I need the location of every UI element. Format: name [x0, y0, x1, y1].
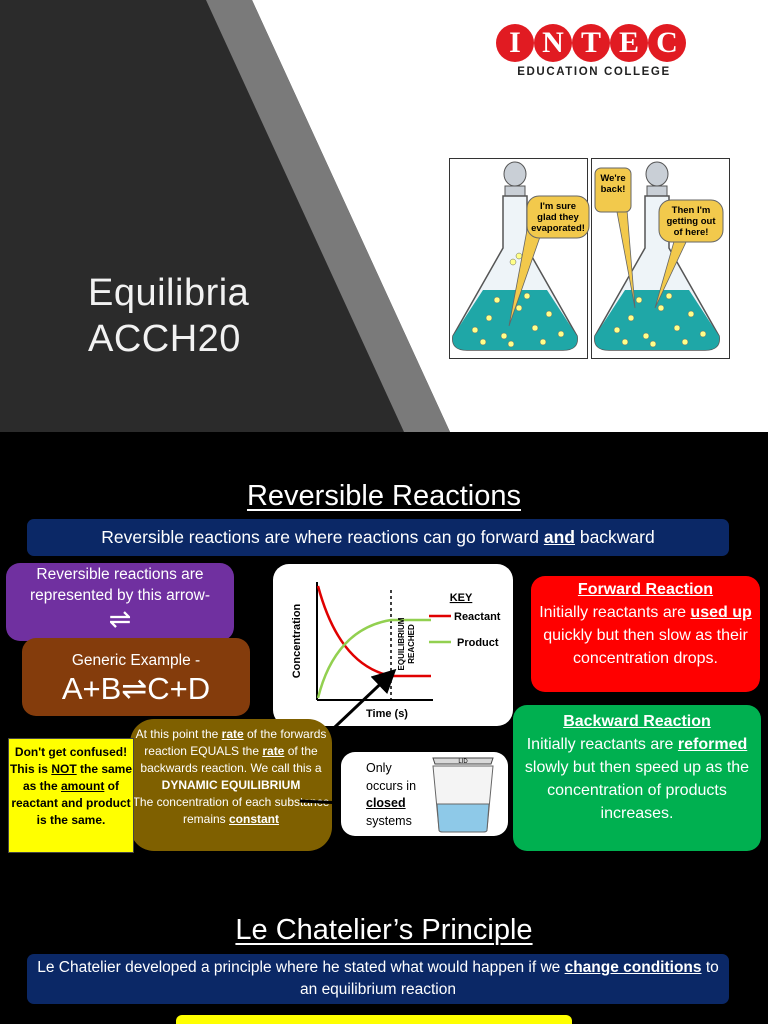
intec-logo: I N T E C EDUCATION COLLEGE: [496, 24, 688, 84]
forward-text: quickly but then slow as their concentra…: [543, 627, 748, 667]
svg-text:evaporated!: evaporated!: [531, 223, 585, 234]
note-text: the same as the: [22, 762, 133, 793]
forward-reaction-title: Forward Reaction: [577, 581, 714, 598]
rate-text: At this point the: [135, 727, 222, 741]
forward-text: Initially reactants are: [539, 604, 691, 621]
rate-term: rate: [262, 744, 285, 758]
logo-subtitle: EDUCATION COLLEGE: [517, 66, 671, 78]
le-chatelier-slide: Le Chatelier’s Principle Le Chatelier de…: [0, 866, 768, 1024]
slide-background-shapes: [0, 0, 450, 432]
svg-text:I'm sure: I'm sure: [540, 201, 576, 212]
dont-get-confused-note: Don't get confused! This is NOT the same …: [8, 738, 134, 853]
closed-line: Only: [366, 761, 392, 775]
legend-reactant-label: Reactant: [454, 611, 501, 623]
note-amount: amount: [61, 779, 105, 793]
closed-line: systems: [366, 813, 412, 828]
note-text: of reactant and product is the same.: [11, 779, 131, 827]
title-slide: Equilibria ACCH20 I N T E C EDUCATION CO…: [0, 0, 768, 432]
equilibrium-marker-label: EQUILIBRIUM: [397, 617, 406, 670]
dynamic-equilibrium-box: At this point the rate of the forwards r…: [130, 719, 332, 851]
logo-letter: N: [534, 24, 572, 62]
intro-banner: Le Chatelier developed a principle where…: [27, 954, 729, 1004]
logo-letter: I: [496, 24, 534, 62]
arrow-box-line1: Reversible reactions are: [36, 566, 204, 583]
svg-text:getting out: getting out: [666, 216, 716, 227]
slide-title: Reversible Reactions: [246, 480, 521, 512]
dynamic-equilibrium-term: DYNAMIC EQUILIBRIUM: [161, 778, 301, 792]
backward-reaction-text: Initially reactants are reformed slowly …: [513, 733, 761, 825]
slide-title: Le Chatelier’s Principle: [235, 914, 533, 946]
slide-title-line2: ACCH20: [88, 318, 241, 360]
closed-systems-text: Only occurs in closed systems: [366, 760, 416, 830]
flask-cartoon: I'm sure glad they evaporated! We're bac…: [449, 158, 730, 359]
rate-text: of the forwards reaction EQUALS the: [144, 727, 327, 758]
generic-example-label: Generic Example -: [71, 652, 201, 669]
equilibrium-arrow-icon: ⇌: [108, 604, 132, 634]
intro-text-end: backward: [574, 527, 655, 547]
rate-text: of the backwards reaction. We call this …: [140, 744, 322, 775]
closed-line: occurs in: [366, 778, 417, 793]
closed-term: closed: [366, 796, 406, 810]
closed-systems-panel: Only occurs in closed systems LID: [341, 752, 508, 836]
slide-title-line1: Equilibria: [88, 272, 250, 314]
pointer-arrows: [316, 668, 397, 745]
rate-text: The concentration of each substance rema…: [132, 795, 330, 826]
forward-reaction-box: Forward Reaction Initially reactants are…: [531, 576, 760, 692]
dark-panel: [0, 0, 450, 432]
concentration-graph: Concentration Time (s) EQUILIBRIUM REACH…: [291, 582, 501, 720]
grey-stripe: [206, 0, 450, 432]
logo-letter: E: [610, 24, 648, 62]
lid-label: LID: [458, 759, 468, 765]
logo-letter: C: [648, 24, 686, 62]
note-text: This is: [9, 762, 52, 776]
y-axis-label: Concentration: [291, 603, 303, 678]
concentration-graph-panel: Concentration Time (s) EQUILIBRIUM REACH…: [273, 564, 513, 726]
intro-bold: and: [543, 527, 575, 547]
reversible-reactions-slide: Reversible Reactions Reversible reaction…: [0, 433, 768, 865]
arrow-symbol-box: Reversible reactions are represented by …: [6, 563, 234, 641]
connector-line: [299, 799, 344, 805]
intro-text: Le Chatelier developed a principle where…: [37, 959, 565, 976]
note-not: NOT: [51, 762, 77, 776]
svg-text:of here!: of here!: [674, 227, 709, 238]
forward-reaction-text: Initially reactants are used up quickly …: [531, 601, 760, 670]
backward-text: Initially reactants are: [526, 736, 678, 753]
backward-reaction-box: Backward Reaction Initially reactants ar…: [513, 705, 761, 851]
arrow-box-line2: represented by this arrow-: [29, 587, 211, 604]
legend-product-label: Product: [457, 637, 499, 649]
key-title: KEY: [450, 592, 473, 604]
generic-example-box: Generic Example - A+B⇌C+D: [22, 638, 250, 716]
intro-text-end: to an equilibrium reaction: [300, 959, 719, 998]
equilibrium-marker-label: REACHED: [407, 624, 416, 664]
svg-text:back!: back!: [601, 184, 626, 195]
next-content-box: [176, 1015, 572, 1024]
left-flask: [452, 161, 578, 351]
backward-reaction-title: Backward Reaction: [563, 713, 711, 730]
x-axis-label: Time (s): [366, 708, 408, 720]
svg-text:We're: We're: [600, 173, 625, 184]
reformed-term: reformed: [677, 736, 748, 753]
right-flask: [594, 161, 720, 351]
constant-term: constant: [229, 812, 280, 826]
generic-equation: A+B⇌C+D: [61, 671, 211, 706]
rate-term: rate: [221, 727, 244, 741]
intro-text: Reversible reactions are where reactions…: [101, 527, 544, 547]
used-up-term: used up: [690, 604, 752, 621]
backward-text: slowly but then speed up as the concentr…: [524, 759, 750, 822]
svg-text:Then I'm: Then I'm: [672, 205, 711, 216]
svg-text:glad they: glad they: [537, 212, 579, 223]
rate-pointer-arrow: [316, 668, 397, 745]
intro-bold: change conditions: [564, 959, 702, 976]
logo-letter: T: [572, 24, 610, 62]
beaker-with-lid-icon: LID: [432, 757, 494, 833]
note-text: Don't get confused!: [14, 745, 128, 759]
product-curve: [316, 618, 431, 699]
intro-banner: Reversible reactions are where reactions…: [27, 519, 729, 556]
